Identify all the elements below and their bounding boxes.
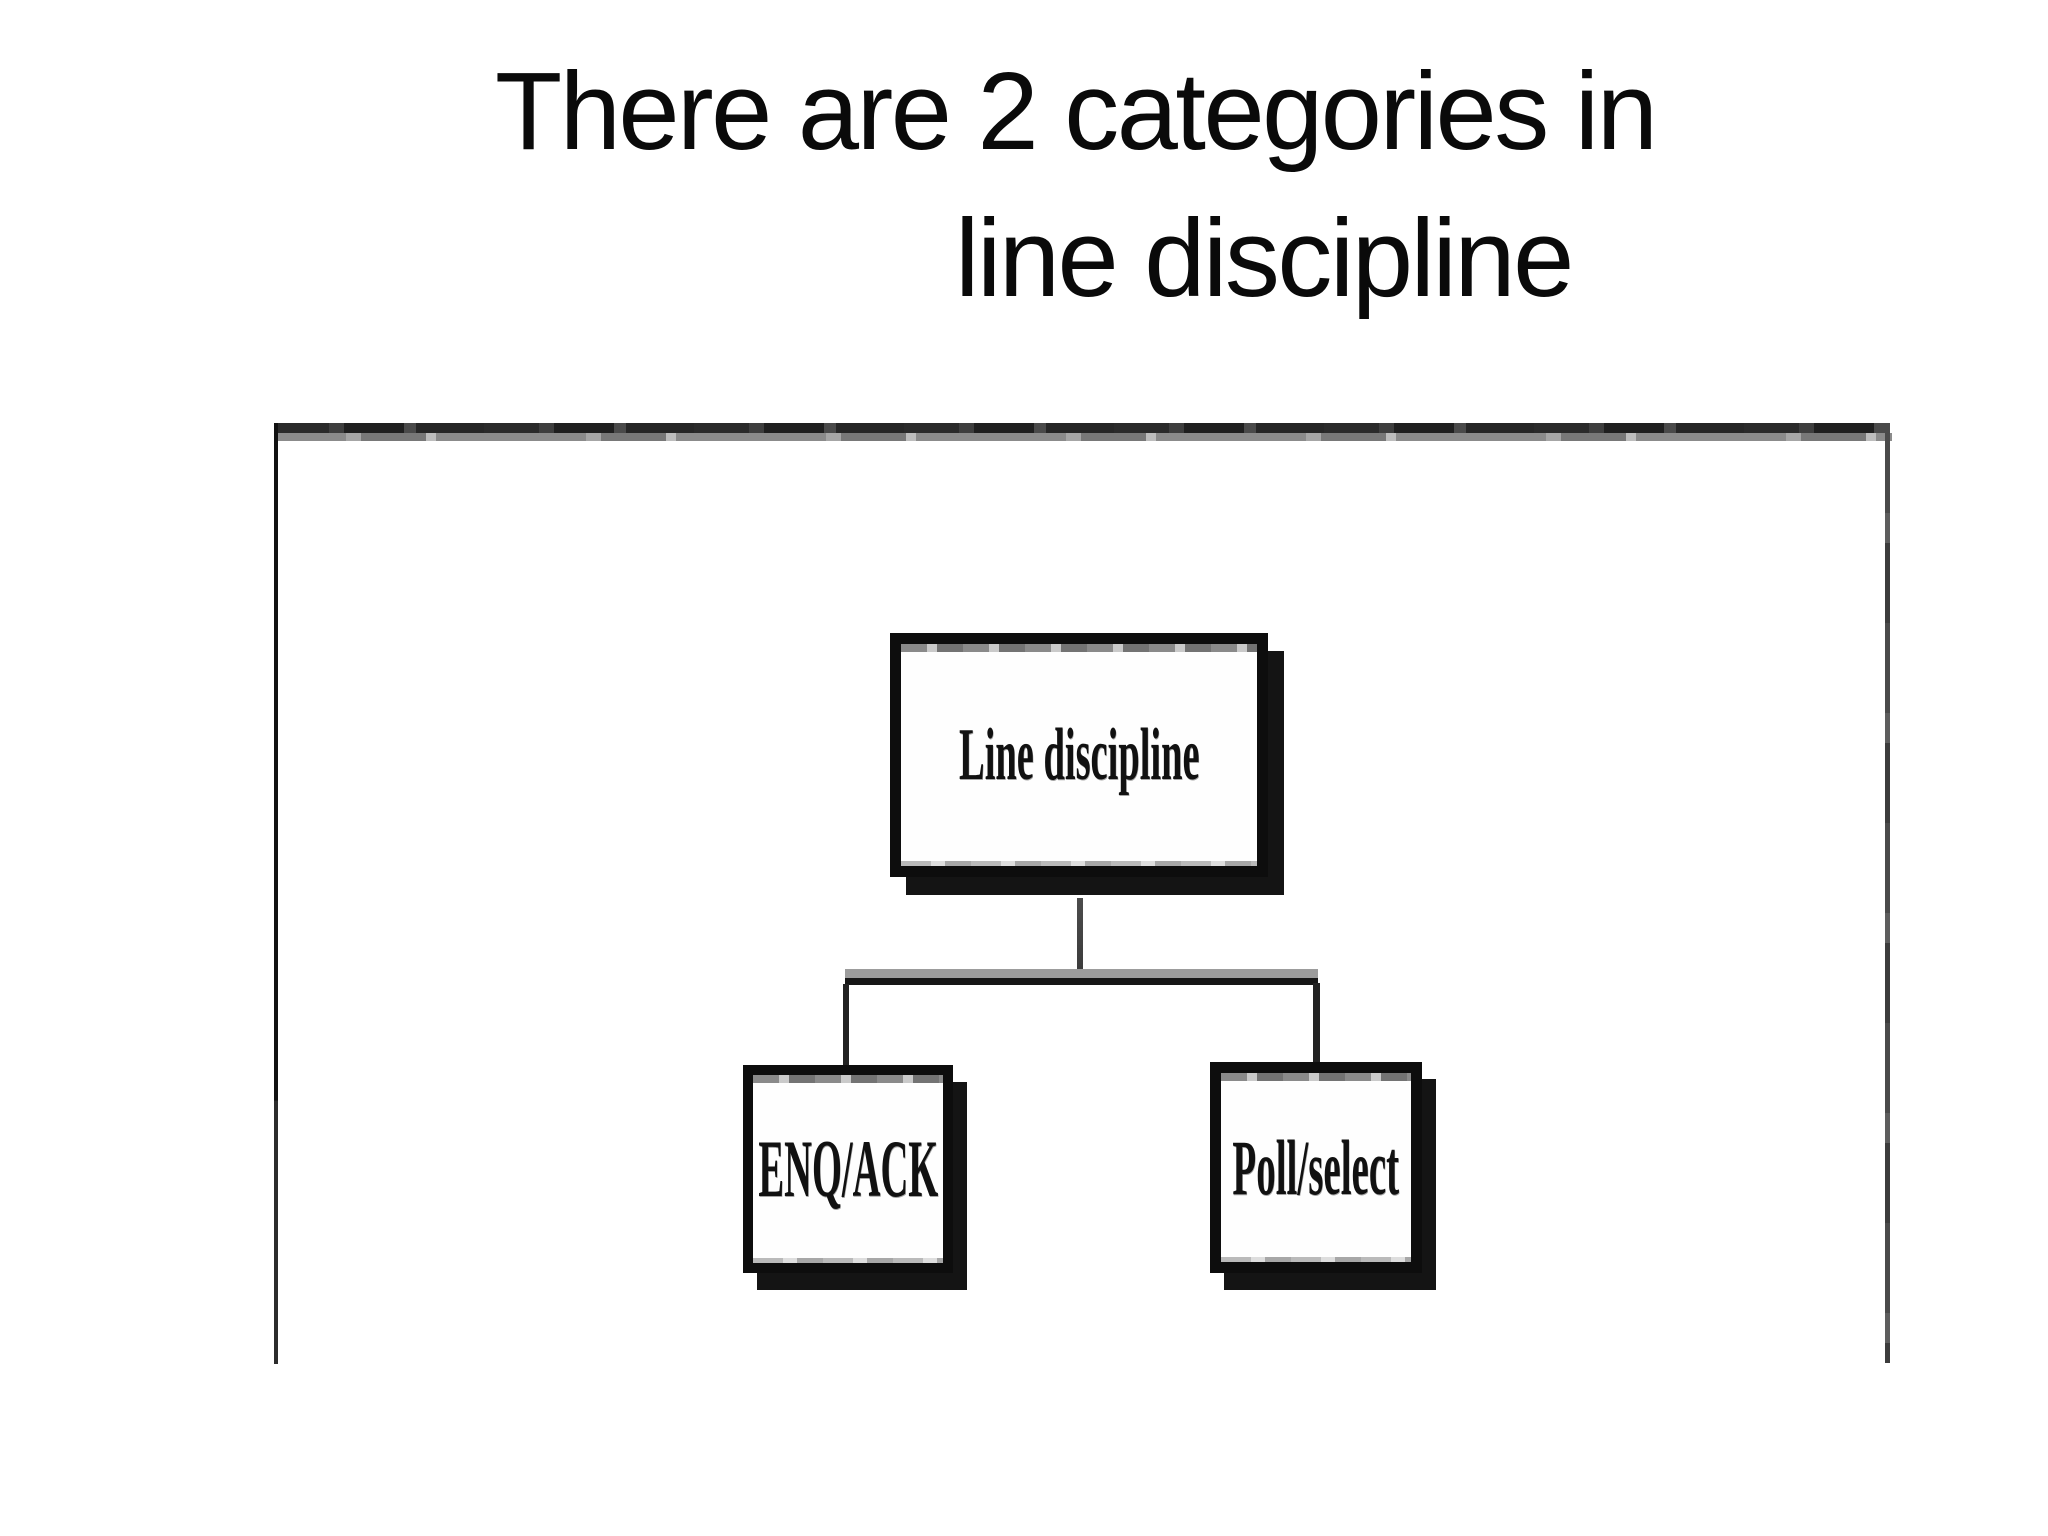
node-line-discipline-label: Line discipline: [958, 714, 1200, 796]
connector-root-stem: [1077, 898, 1083, 978]
node-poll-select-label: Poll/select: [1232, 1123, 1400, 1211]
node-line-discipline: Line discipline: [890, 633, 1268, 877]
connector-crossbar: [845, 969, 1318, 985]
connector-drop-left: [843, 984, 849, 1066]
node-poll-select: Poll/select: [1210, 1062, 1422, 1273]
slide-title-line-1: There are 2 categories in: [495, 50, 1658, 173]
frame-right-border: [1885, 423, 1890, 1364]
frame-top-border: [274, 423, 1890, 433]
frame-top-border-scan-artifact: [276, 433, 1892, 441]
frame-left-border: [274, 423, 278, 1364]
connector-drop-right: [1313, 983, 1320, 1063]
figure-frame: [274, 423, 1892, 1364]
node-enq-ack-label: ENQ/ACK: [758, 1123, 938, 1214]
slide-title-line-2: line discipline: [955, 197, 1574, 320]
node-enq-ack: ENQ/ACK: [743, 1065, 953, 1273]
